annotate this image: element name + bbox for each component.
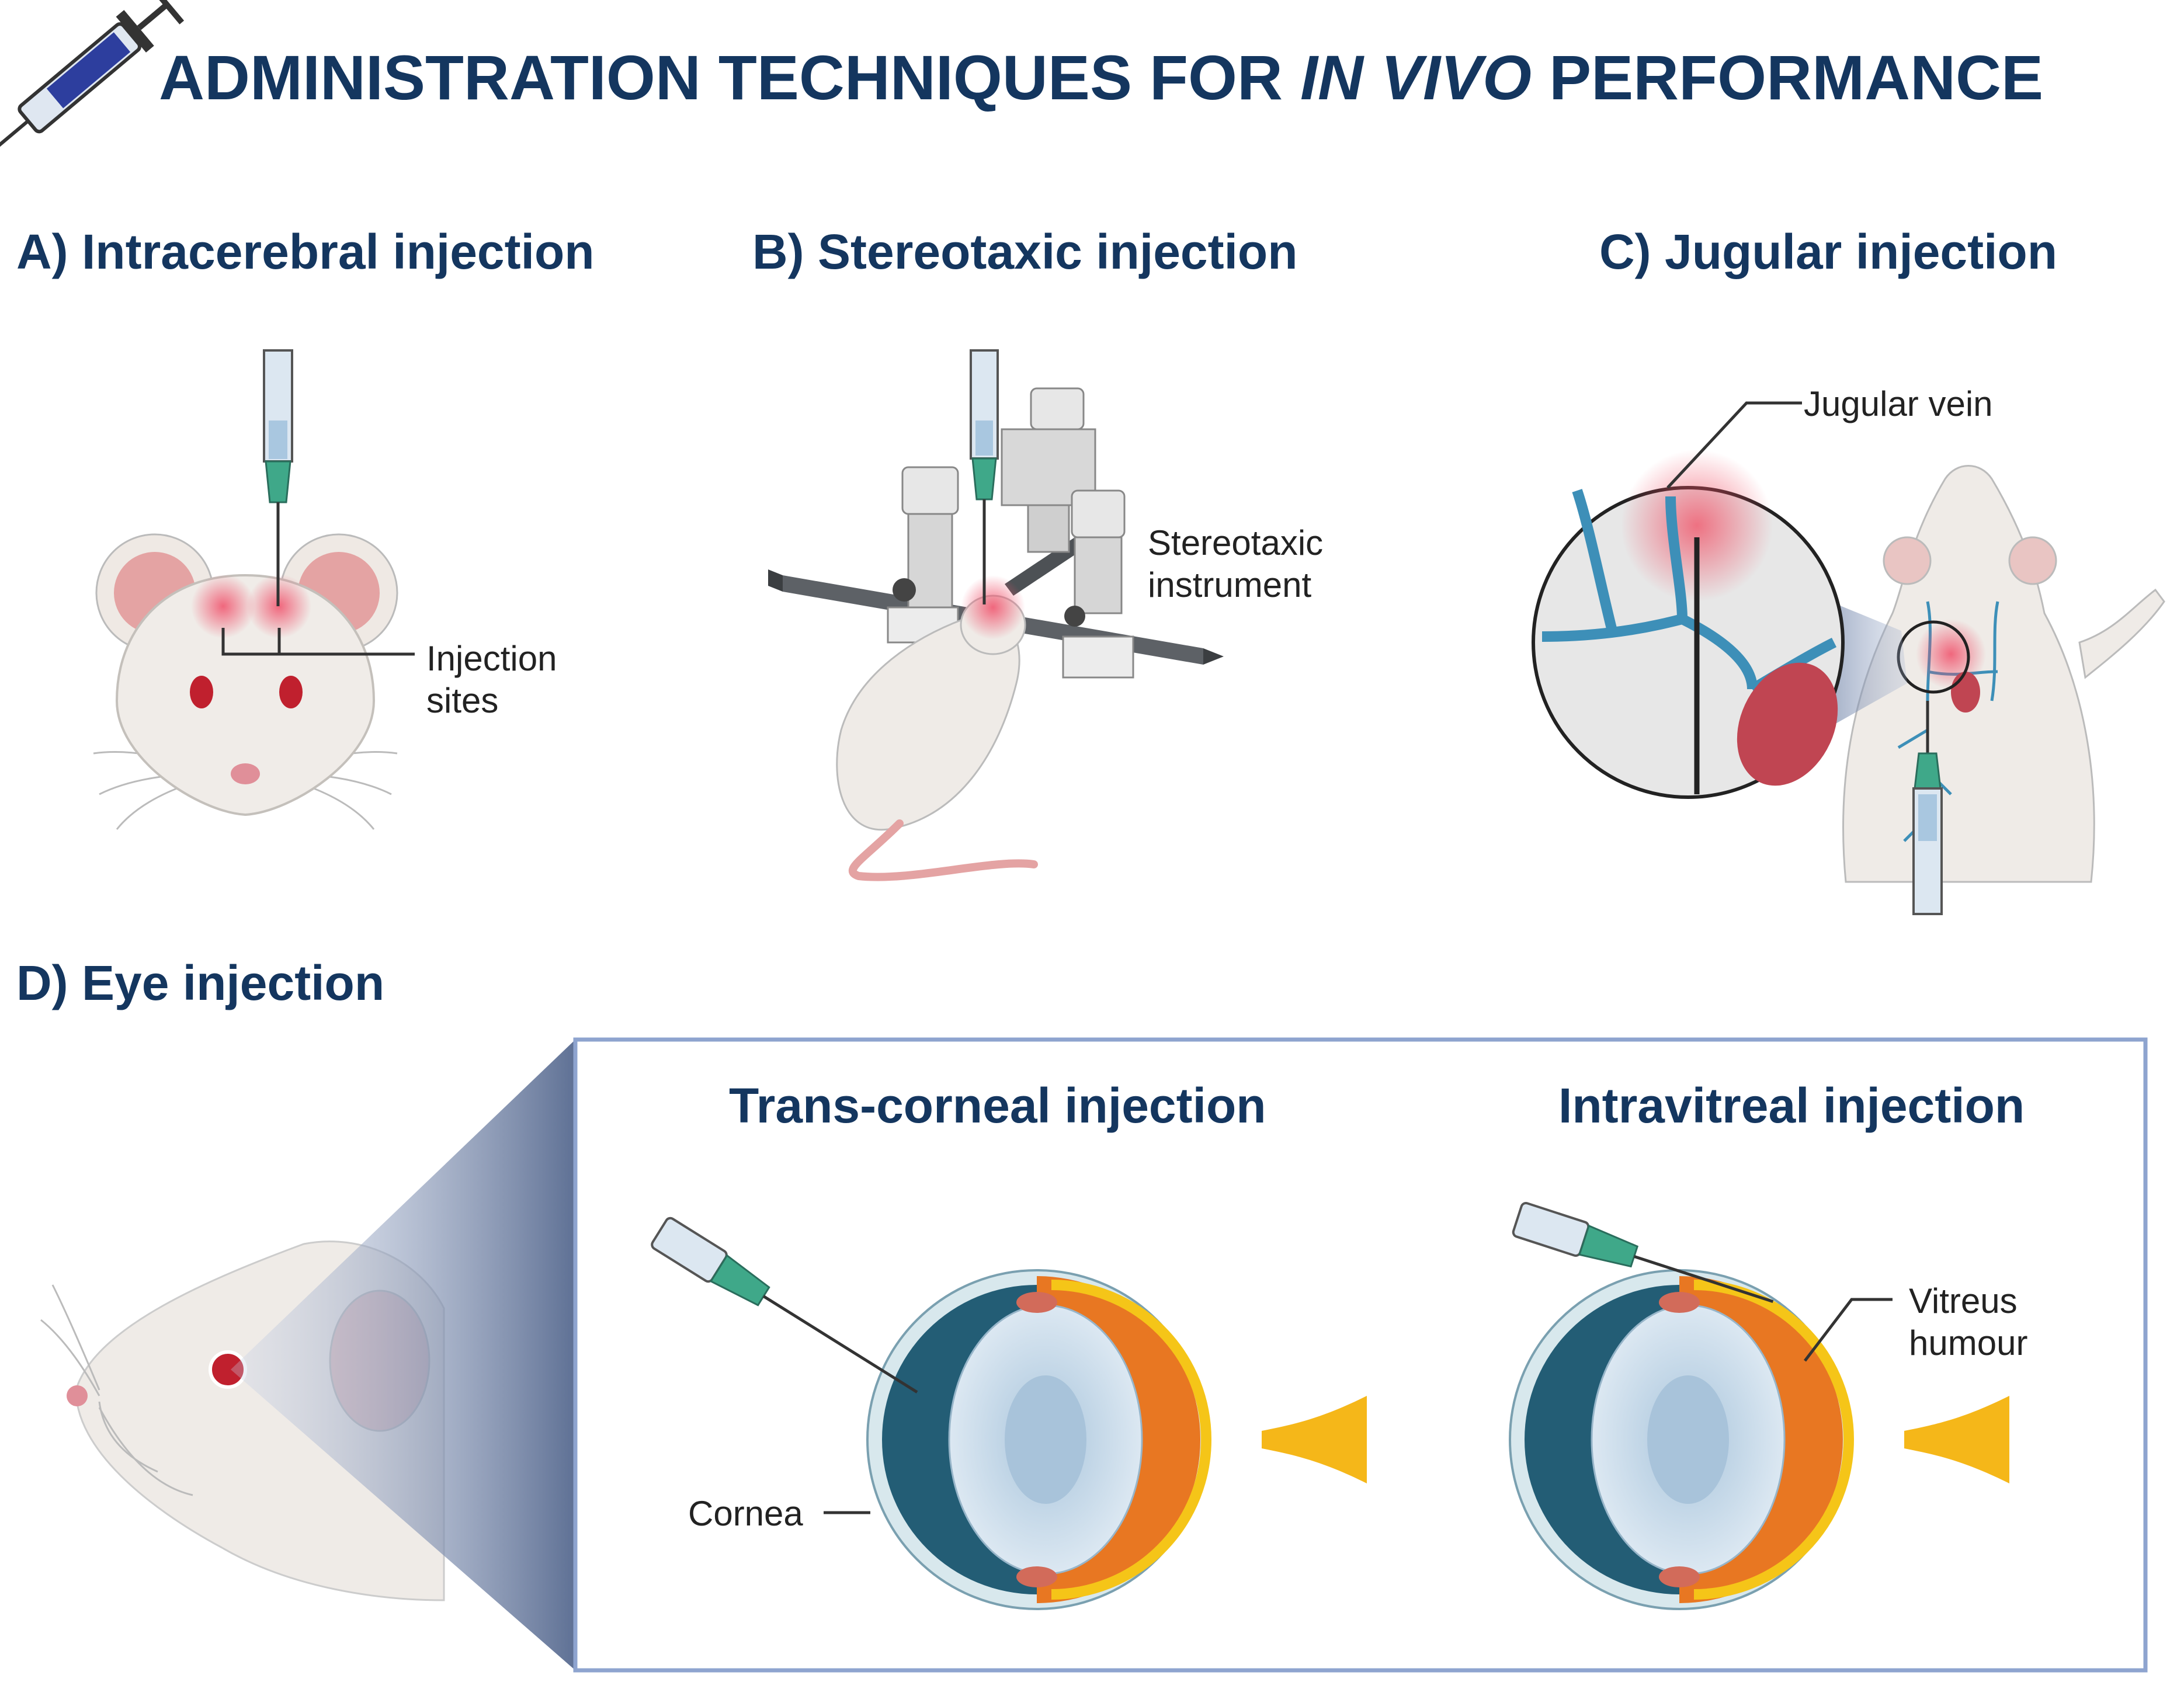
sclera-layer	[1693, 1280, 1854, 1600]
rat-heart	[1951, 672, 1980, 713]
panel-a-title: A) Intracerebral injection	[16, 224, 595, 279]
ciliary-body-bottom	[1016, 1566, 1057, 1587]
label-stereotaxic-2: instrument	[1148, 565, 1311, 604]
injection-sites-leader	[221, 628, 415, 656]
whiskers	[40, 1284, 193, 1496]
label-stereotaxic-1: Stereotaxic	[1148, 523, 1323, 562]
syringe	[1512, 1202, 1774, 1303]
label-jugular-vein: Jugular vein	[1804, 384, 1993, 423]
optic-nerve	[1904, 1396, 2009, 1483]
panel-a-illustration	[93, 349, 415, 830]
lens-core	[1647, 1375, 1729, 1504]
instrument-frame-left	[887, 466, 959, 644]
mouse-eye-right	[279, 676, 303, 708]
trans-corneal-title: Trans-corneal injection	[729, 1078, 1266, 1133]
panel-d-title: D) Eye injection	[16, 955, 384, 1010]
label-vitreus-2: humour	[1909, 1323, 2027, 1363]
heart-magnified	[1737, 662, 1838, 786]
rat-nose-side	[67, 1385, 88, 1406]
ciliary-body-bottom	[1659, 1566, 1700, 1587]
zoom-cone-eye	[231, 1040, 575, 1670]
panel-b-title: B) Stereotaxic injection	[752, 224, 1298, 279]
syringe	[1912, 701, 1943, 915]
panel-c-title: C) Jugular injection	[1599, 224, 2057, 279]
panel-b-illustration	[768, 349, 1224, 881]
injection-site-left	[191, 574, 255, 638]
ciliary-body-top	[1659, 1292, 1700, 1313]
sclera-layer	[1051, 1280, 1211, 1600]
syringe-icon	[0, 0, 185, 175]
mouse-head	[115, 574, 376, 816]
mouse-nose	[231, 763, 260, 784]
jugular-vein-leader	[1666, 401, 1802, 489]
rat-ear-left	[1883, 536, 1932, 585]
mouse-eye-left	[190, 676, 213, 708]
rat-tail	[848, 819, 1038, 881]
panel-c-illustration	[1532, 401, 2165, 915]
eye-intravitreal	[1509, 1202, 2009, 1610]
label-injection-sites-1: Injection	[426, 639, 557, 678]
panel-d-illustration	[40, 1037, 2148, 1673]
eye-trans-corneal	[651, 1217, 1367, 1610]
label-vitreus-1: Vitreus	[1909, 1281, 2018, 1320]
syringe	[263, 349, 293, 606]
stereotaxic-injection-site	[961, 575, 1025, 640]
label-injection-sites-2: sites	[426, 681, 498, 720]
instrument-frame-right	[1062, 489, 1134, 679]
intravitreal-title: Intravitreal injection	[1558, 1078, 2025, 1133]
lens-core	[1005, 1375, 1086, 1504]
rat-arm	[2078, 588, 2165, 679]
syringe	[970, 349, 999, 604]
syringe	[651, 1217, 918, 1393]
page-title: ADMINISTRATION TECHNIQUES FOR IN VIVO PE…	[159, 42, 2043, 113]
optic-nerve	[1262, 1396, 1367, 1483]
label-cornea: Cornea	[688, 1494, 803, 1533]
jugular-injection-glow	[1621, 450, 1773, 602]
eye-detail-box	[573, 1037, 2148, 1673]
vitreus-humour-leader	[1804, 1298, 1893, 1362]
rat-ear-right	[2008, 536, 2057, 585]
ciliary-body-top	[1016, 1292, 1057, 1313]
